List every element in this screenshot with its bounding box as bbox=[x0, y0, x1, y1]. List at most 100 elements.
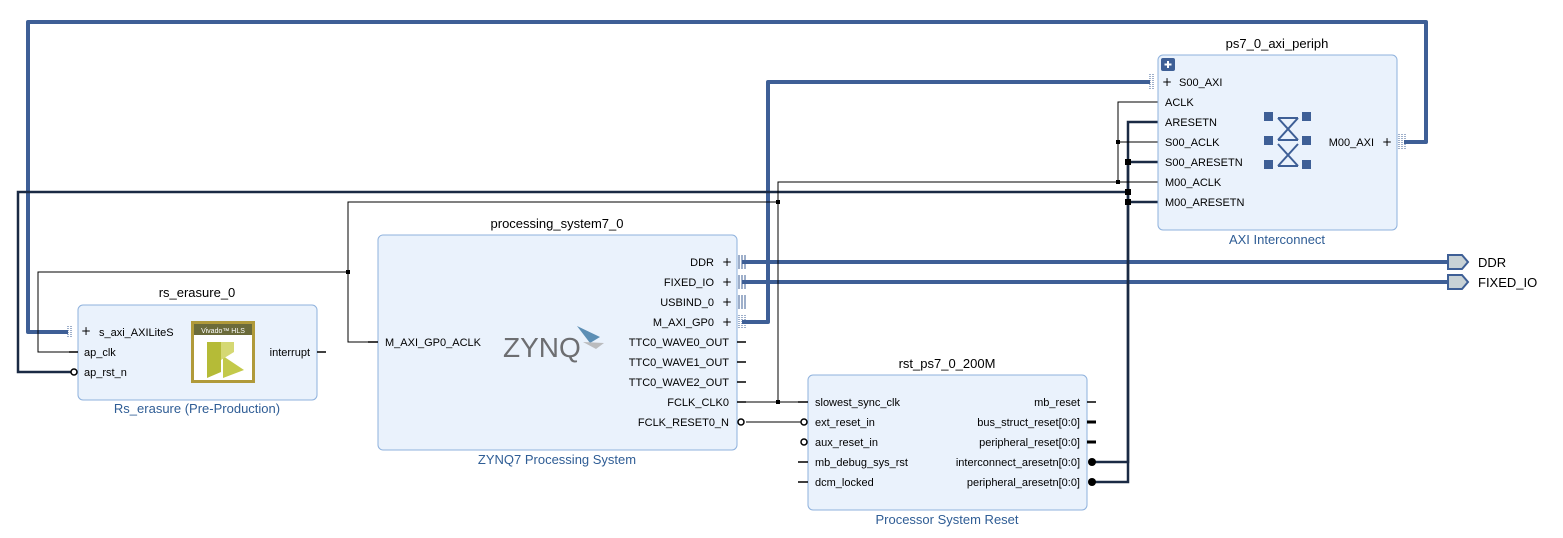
svg-text:M_AXI_GP0_ACLK: M_AXI_GP0_ACLK bbox=[385, 337, 482, 349]
svg-text:M_AXI_GP0: M_AXI_GP0 bbox=[653, 317, 714, 329]
port-mb-debug-sys-rst[interactable]: mb_debug_sys_rst bbox=[798, 457, 908, 469]
port-aclk[interactable]: ACLK bbox=[1165, 97, 1194, 109]
svg-text:mb_reset: mb_reset bbox=[1034, 397, 1080, 409]
svg-text:slowest_sync_clk: slowest_sync_clk bbox=[815, 397, 900, 409]
zynq-ps-block[interactable]: processing_system7_0 ZYNQ7 Processing Sy… bbox=[368, 216, 746, 467]
port-bus-struct-reset[interactable]: bus_struct_reset[0:0] bbox=[977, 417, 1096, 429]
svg-text:TTC0_WAVE2_OUT: TTC0_WAVE2_OUT bbox=[629, 377, 730, 389]
svg-text:interconnect_aresetn[0:0]: interconnect_aresetn[0:0] bbox=[956, 457, 1080, 469]
port-ddr[interactable]: DDR + bbox=[690, 255, 746, 269]
port-dcm-locked[interactable]: dcm_locked bbox=[798, 477, 874, 489]
port-s00-aresetn[interactable]: S00_ARESETN bbox=[1165, 157, 1243, 169]
block-name: rst_ps7_0_200M bbox=[899, 356, 996, 371]
crossbar-icon bbox=[1264, 112, 1311, 169]
port-peripheral-reset[interactable]: peripheral_reset[0:0] bbox=[979, 437, 1096, 449]
wire-junctions bbox=[346, 140, 1131, 404]
block-subtitle: AXI Interconnect bbox=[1229, 232, 1325, 247]
svg-text:FCLK_RESET0_N: FCLK_RESET0_N bbox=[638, 417, 729, 429]
port-m-axi-gp0-aclk[interactable]: M_AXI_GP0_ACLK bbox=[368, 337, 482, 349]
svg-text:peripheral_reset[0:0]: peripheral_reset[0:0] bbox=[979, 437, 1080, 449]
port-m00-aclk[interactable]: M00_ACLK bbox=[1165, 177, 1222, 189]
svg-text:+: + bbox=[722, 295, 732, 309]
port-mb-reset[interactable]: mb_reset bbox=[1034, 397, 1096, 409]
port-s00-axi[interactable]: + S00_AXI bbox=[1149, 74, 1222, 90]
wire-m00-axi-to-s-axi[interactable] bbox=[26, 20, 1428, 334]
svg-text:bus_struct_reset[0:0]: bus_struct_reset[0:0] bbox=[977, 417, 1080, 429]
port-aresetn[interactable]: ARESETN bbox=[1165, 117, 1217, 129]
port-fclk-clk0[interactable]: FCLK_CLK0 bbox=[667, 397, 746, 409]
proc-sys-reset-block[interactable]: rst_ps7_0_200M Processor System Reset sl… bbox=[798, 356, 1096, 527]
svg-text:FIXED_IO: FIXED_IO bbox=[1478, 275, 1537, 290]
external-port-fixed-io[interactable]: FIXED_IO bbox=[1447, 274, 1537, 290]
svg-text:ZYNQ: ZYNQ bbox=[503, 332, 581, 363]
vivado-hls-logo: Vivado™ HLS bbox=[191, 321, 255, 383]
svg-text:ap_clk: ap_clk bbox=[84, 347, 116, 359]
block-subtitle: ZYNQ7 Processing System bbox=[478, 452, 636, 467]
svg-text:S00_ARESETN: S00_ARESETN bbox=[1165, 157, 1243, 169]
zynq-logo: ZYNQ bbox=[503, 326, 604, 363]
svg-text:aux_reset_in: aux_reset_in bbox=[815, 437, 878, 449]
port-fixed-io[interactable]: FIXED_IO + bbox=[664, 275, 746, 289]
svg-text:FIXED_IO: FIXED_IO bbox=[664, 277, 715, 289]
svg-text:M00_AXI: M00_AXI bbox=[1329, 137, 1374, 149]
port-slowest-sync-clk[interactable]: slowest_sync_clk bbox=[798, 397, 900, 409]
svg-text:+: + bbox=[1382, 135, 1392, 149]
svg-text:S00_AXI: S00_AXI bbox=[1179, 77, 1222, 89]
svg-text:ap_rst_n: ap_rst_n bbox=[84, 367, 127, 379]
port-s00-aclk[interactable]: S00_ACLK bbox=[1165, 137, 1220, 149]
svg-text:+: + bbox=[722, 275, 732, 289]
svg-text:dcm_locked: dcm_locked bbox=[815, 477, 874, 489]
svg-text:Vivado™ HLS: Vivado™ HLS bbox=[201, 328, 245, 335]
external-port-ddr[interactable]: DDR bbox=[1447, 254, 1506, 270]
port-ttc0-wave0-out[interactable]: TTC0_WAVE0_OUT bbox=[629, 337, 746, 349]
block-name: processing_system7_0 bbox=[491, 216, 624, 231]
svg-text:s_axi_AXILiteS: s_axi_AXILiteS bbox=[99, 327, 174, 339]
port-m-axi-gp0[interactable]: M_AXI_GP0 + bbox=[653, 315, 746, 329]
port-ap-clk[interactable]: ap_clk bbox=[69, 347, 116, 359]
block-subtitle: Rs_erasure (Pre-Production) bbox=[114, 401, 280, 416]
svg-text:FCLK_CLK0: FCLK_CLK0 bbox=[667, 397, 729, 409]
port-interconnect-aresetn[interactable]: interconnect_aresetn[0:0] bbox=[956, 457, 1096, 469]
svg-text:M00_ARESETN: M00_ARESETN bbox=[1165, 197, 1245, 209]
svg-text:S00_ACLK: S00_ACLK bbox=[1165, 137, 1220, 149]
port-usbind-0[interactable]: USBIND_0 + bbox=[660, 295, 746, 309]
svg-text:+: + bbox=[1162, 75, 1172, 89]
port-aux-reset-in[interactable]: aux_reset_in bbox=[800, 437, 878, 449]
axi-interconnect-block[interactable]: ps7_0_axi_periph AXI Interconnect + S00_… bbox=[1149, 36, 1406, 247]
svg-text:DDR: DDR bbox=[1478, 255, 1506, 270]
port-peripheral-aresetn[interactable]: peripheral_aresetn[0:0] bbox=[967, 477, 1096, 489]
port-s-axi-axilites[interactable]: + s_axi_AXILiteS bbox=[67, 324, 174, 339]
port-ttc0-wave2-out[interactable]: TTC0_WAVE2_OUT bbox=[629, 377, 746, 389]
svg-text:mb_debug_sys_rst: mb_debug_sys_rst bbox=[815, 457, 908, 469]
expand-icon[interactable] bbox=[1161, 58, 1175, 71]
svg-text:M00_ACLK: M00_ACLK bbox=[1165, 177, 1222, 189]
svg-text:interrupt: interrupt bbox=[270, 347, 310, 359]
port-interrupt[interactable]: interrupt bbox=[270, 347, 326, 359]
port-ttc0-wave1-out[interactable]: TTC0_WAVE1_OUT bbox=[629, 357, 746, 369]
wire-peripheral-aresetn[interactable] bbox=[16, 160, 1158, 484]
wire-interconnect-aresetn[interactable] bbox=[1092, 120, 1158, 464]
svg-text:TTC0_WAVE1_OUT: TTC0_WAVE1_OUT bbox=[629, 357, 730, 369]
port-fclk-reset0-n[interactable]: FCLK_RESET0_N bbox=[638, 417, 745, 429]
svg-text:+: + bbox=[722, 255, 732, 269]
svg-text:USBIND_0: USBIND_0 bbox=[660, 297, 714, 309]
wire-m-axi-gp0-to-s00-axi[interactable] bbox=[742, 80, 1150, 324]
port-ap-rst-n[interactable]: ap_rst_n bbox=[70, 367, 127, 379]
svg-text:+: + bbox=[722, 315, 732, 329]
block-subtitle: Processor System Reset bbox=[875, 512, 1018, 527]
svg-text:ACLK: ACLK bbox=[1165, 97, 1194, 109]
port-ext-reset-in[interactable]: ext_reset_in bbox=[800, 417, 875, 429]
svg-text:peripheral_aresetn[0:0]: peripheral_aresetn[0:0] bbox=[967, 477, 1080, 489]
svg-text:DDR: DDR bbox=[690, 257, 714, 269]
svg-text:ARESETN: ARESETN bbox=[1165, 117, 1217, 129]
port-m00-axi[interactable]: M00_AXI + bbox=[1329, 134, 1406, 150]
svg-text:+: + bbox=[81, 324, 91, 338]
block-name: ps7_0_axi_periph bbox=[1226, 36, 1329, 51]
port-m00-aresetn[interactable]: M00_ARESETN bbox=[1165, 197, 1245, 209]
block-name: rs_erasure_0 bbox=[159, 285, 236, 300]
svg-text:ext_reset_in: ext_reset_in bbox=[815, 417, 875, 429]
rs-erasure-block[interactable]: rs_erasure_0 Rs_erasure (Pre-Production)… bbox=[67, 285, 326, 416]
svg-text:TTC0_WAVE0_OUT: TTC0_WAVE0_OUT bbox=[629, 337, 730, 349]
